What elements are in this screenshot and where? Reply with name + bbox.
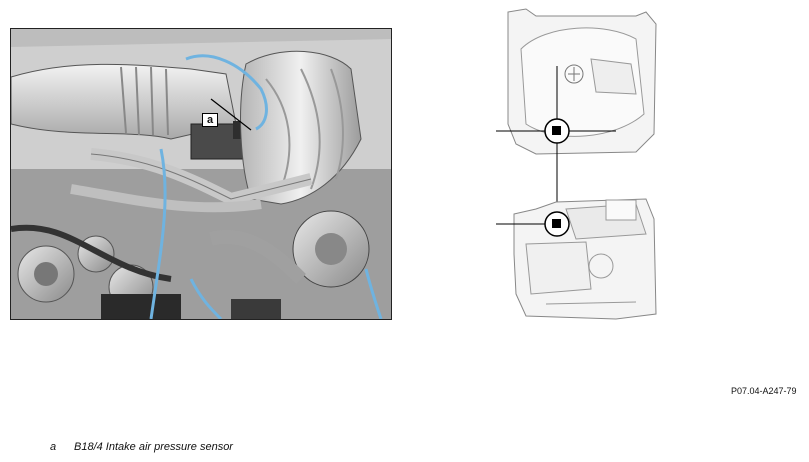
engine-illustration	[11, 29, 391, 319]
locator-diagram	[496, 4, 666, 324]
engine-outline-diagram	[496, 8, 657, 320]
legend: a B18/4 Intake air pressure sensor	[50, 441, 233, 453]
callout-label: a	[202, 113, 218, 127]
legend-key: a	[50, 441, 57, 453]
engine-bay-photo: a	[10, 28, 392, 320]
legend-text: B18/4 Intake air pressure sensor	[74, 441, 233, 453]
figure-code: P07.04-A247-79	[731, 386, 797, 396]
